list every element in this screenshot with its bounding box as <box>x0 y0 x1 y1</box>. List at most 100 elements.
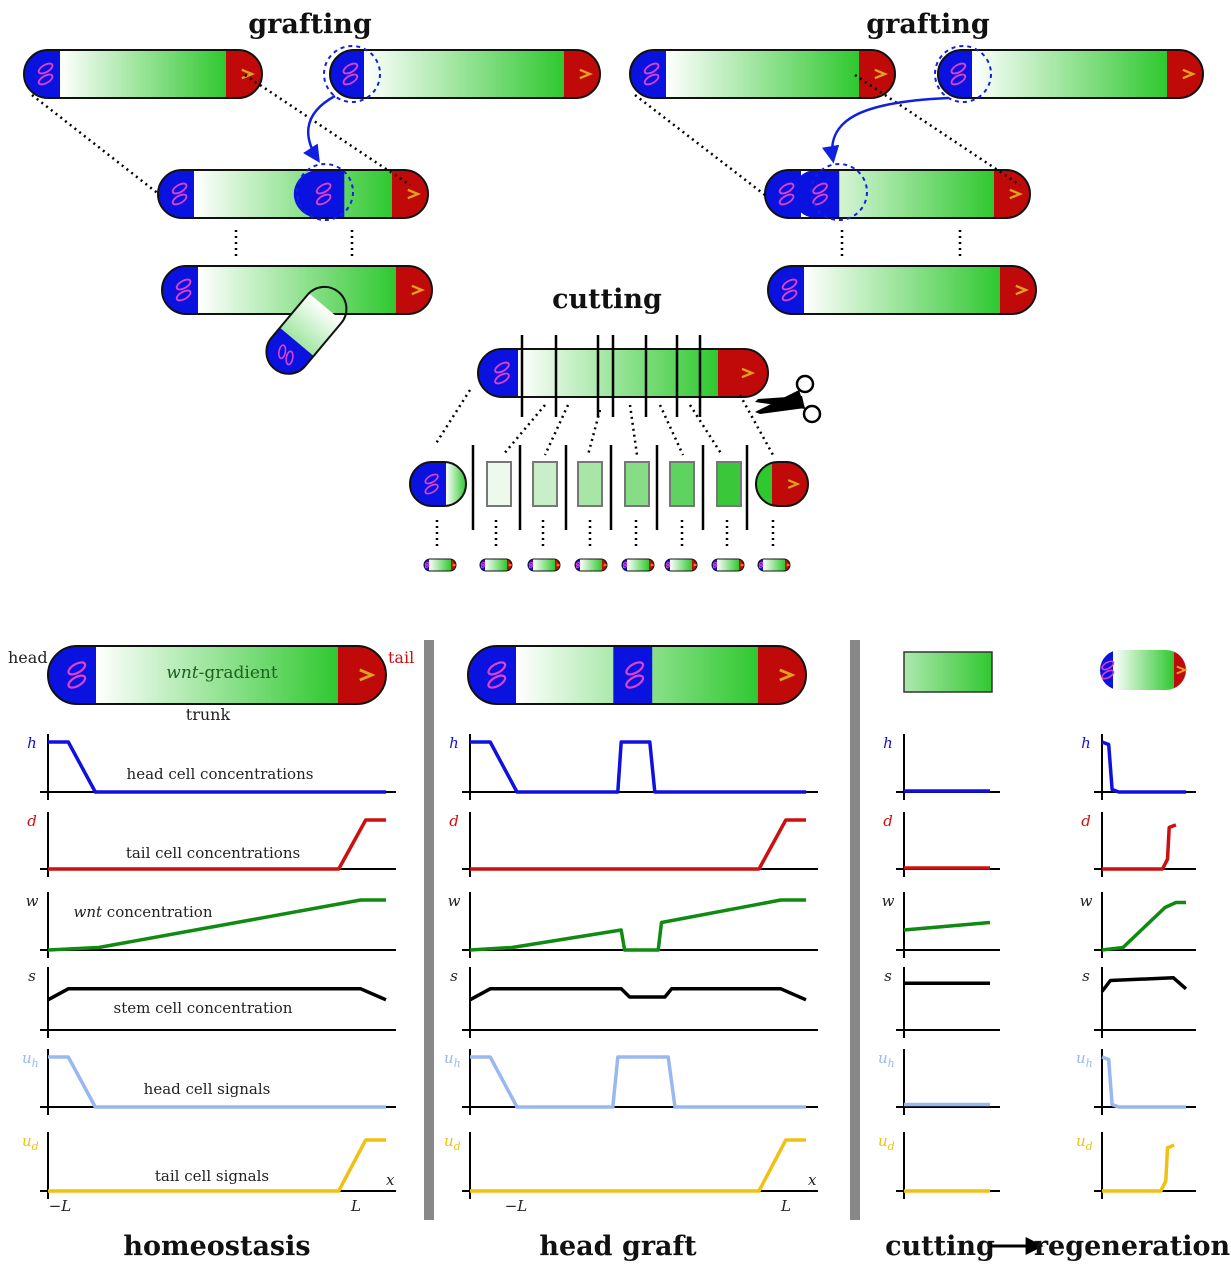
worm-tail <box>396 266 432 314</box>
eye-icon <box>424 564 430 569</box>
eye-icon <box>643 62 660 75</box>
cut-dotted-line <box>433 389 472 446</box>
worm-trunk <box>96 646 338 704</box>
cut-dotted-line <box>658 404 685 456</box>
regenerated-mini-worm <box>664 558 698 572</box>
worm-trunk <box>194 170 392 218</box>
plot-cutting-h: h <box>883 734 1000 800</box>
title-cutting-regen-b: regeneration <box>1034 1231 1231 1262</box>
worm-trunk <box>756 462 772 506</box>
eye-icon <box>622 564 628 569</box>
worm-tail <box>649 559 654 571</box>
series-line-ud <box>470 1138 806 1193</box>
worm-trunk <box>364 50 564 98</box>
eye-icon <box>575 561 581 566</box>
worm-tail <box>1000 266 1036 314</box>
y-axis-label: h <box>27 734 37 752</box>
series-line-h <box>48 740 386 794</box>
label-tail: tail <box>388 648 414 667</box>
x-axis-label: x <box>808 1171 817 1189</box>
plot-head-graft-s: s <box>450 967 818 1038</box>
tail-chevron-icon <box>508 563 513 567</box>
worm-tail <box>1167 50 1203 98</box>
worm-diagrams <box>23 49 1204 705</box>
worm-tail <box>1174 650 1186 690</box>
tail-chevron-icon <box>579 68 593 80</box>
y-axis-label: d <box>27 812 37 830</box>
series-line-s <box>469 987 807 1002</box>
title-head-graft: head graft <box>539 1231 697 1262</box>
worm-outline <box>409 461 467 507</box>
tail-chevron-icon <box>779 668 796 682</box>
trunk-fragment <box>486 461 512 507</box>
series-line-w <box>903 920 991 932</box>
eye-icon <box>758 561 764 566</box>
worm-cutting <box>477 348 769 398</box>
y-axis-label: s <box>450 967 458 985</box>
eye-icon <box>625 674 645 689</box>
cut-dotted-line <box>738 394 775 456</box>
tail-chevron-icon <box>407 188 421 200</box>
plot-cutting-ud: ud <box>878 1132 1000 1199</box>
eye-icon <box>487 661 507 676</box>
eye-icon <box>528 561 534 566</box>
worm-graft-right-donor <box>937 49 1204 99</box>
y-axis-label: h <box>1081 734 1091 752</box>
plot-regeneration-w: w <box>1080 892 1196 958</box>
worm-tail <box>785 559 790 571</box>
plot-regeneration-s: s <box>1082 967 1196 1038</box>
regenerated-mini-worm <box>527 558 561 572</box>
regenerated-mini-worm <box>757 558 791 572</box>
series-line-d <box>1102 823 1177 871</box>
worm-outline <box>47 645 387 705</box>
panel-separator-1 <box>424 640 434 1220</box>
plot-head-graft-h: h <box>449 734 818 800</box>
worm-tail <box>859 50 895 98</box>
plot-regeneration-d: d <box>1081 812 1196 877</box>
series-line-w <box>469 898 806 952</box>
worm-tail <box>555 559 560 571</box>
tail-chevron-icon <box>556 563 561 567</box>
series-line-w <box>47 898 386 952</box>
worm-trunk <box>763 559 785 571</box>
trunk-fragment <box>669 461 695 507</box>
eye-icon <box>278 344 287 360</box>
plot-head-graft-uh: uh <box>444 1049 818 1115</box>
tail-chevron-icon <box>411 284 425 296</box>
worm-graft-right-outcome <box>767 265 1037 315</box>
worm-tail <box>392 170 428 218</box>
plot-cutting-s: s <box>884 967 1000 1038</box>
cut-dotted-line <box>586 409 602 456</box>
eye-icon <box>480 564 486 569</box>
y-axis-label: uh <box>444 1049 461 1070</box>
worm-tail <box>451 559 456 571</box>
worm-tail <box>507 559 512 571</box>
series-line-uh <box>470 1055 806 1109</box>
plot-regeneration-uh: uh <box>1076 1049 1196 1115</box>
trunk-fragment <box>624 461 650 507</box>
eye-icon <box>778 193 795 206</box>
cut-dotted-line <box>628 404 639 456</box>
series-line-s <box>1100 976 1188 993</box>
series-line-d <box>48 818 386 871</box>
worm-trunk <box>580 559 602 571</box>
eye-icon <box>37 73 54 86</box>
eye-icon <box>67 674 87 689</box>
worm-trunk <box>485 559 507 571</box>
worm-graft-left-donor <box>329 49 601 99</box>
worm-outline <box>467 645 807 705</box>
y-axis-label: ud <box>878 1132 895 1153</box>
worm-head-graft <box>467 645 807 705</box>
title-grafting-right: grafting <box>866 9 990 40</box>
y-axis-label: w <box>26 892 39 910</box>
regenerated-mini-worm <box>423 558 457 572</box>
worm-trunk <box>429 559 451 571</box>
worm-homeostasis <box>47 645 387 705</box>
annotation-s: stem cell concentration <box>114 999 293 1017</box>
worm-trunk <box>804 266 1000 314</box>
worm-trunk <box>446 462 466 506</box>
eye-icon <box>712 561 718 566</box>
